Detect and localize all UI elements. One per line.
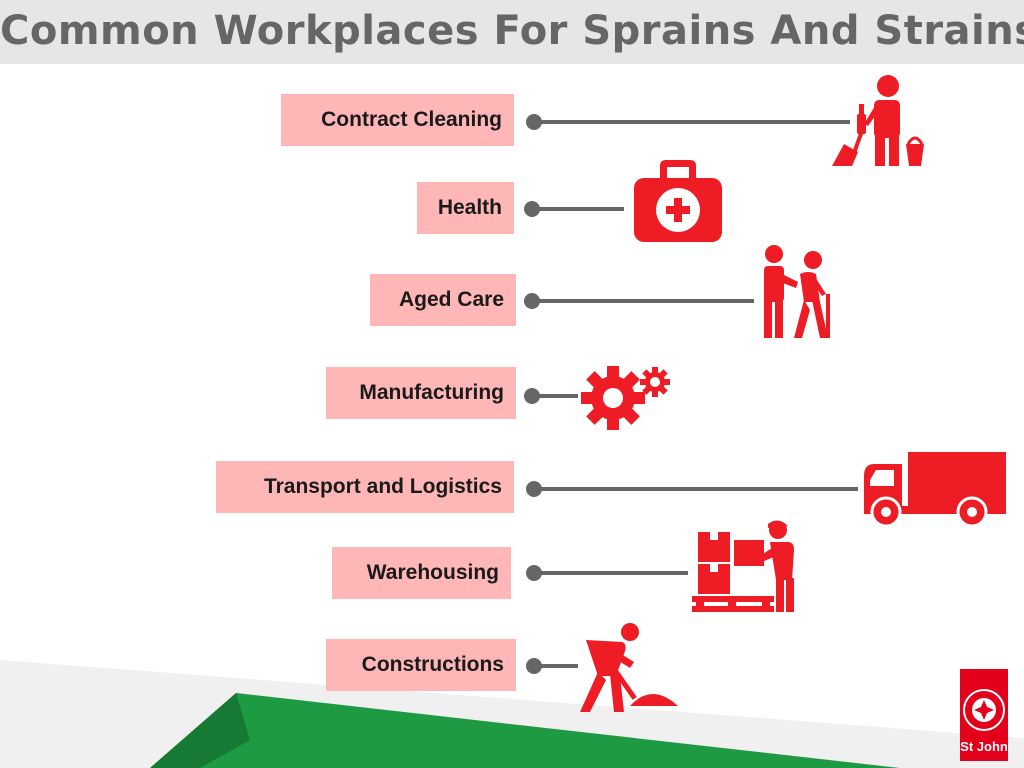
connector-line [532,299,754,303]
elderly-care-icon [764,245,830,338]
logo-text: St John [960,739,1008,754]
first-aid-kit-icon [634,160,722,242]
st-john-cross-icon [963,689,1005,731]
workplace-label-health: Health [417,182,514,234]
title-bar [0,0,1024,64]
workplace-label-transport-and-logistics: Transport and Logistics [216,461,514,513]
construction-worker-icon [580,623,678,712]
workplace-label-manufacturing: Manufacturing [326,367,516,419]
connector-line [532,394,578,398]
gears-icon [581,366,670,430]
connector-line [534,571,688,575]
workplace-label-contract-cleaning: Contract Cleaning [281,94,514,146]
workplace-label-warehousing: Warehousing [332,547,511,599]
connector-line [534,487,858,491]
warehouse-worker-icon [692,520,794,612]
cleaner-icon [832,75,924,166]
truck-icon [864,452,1006,526]
connector-line [532,207,624,211]
connector-line [534,120,850,124]
page-title: Common Workplaces For Sprains And Strain… [0,8,1024,54]
workplace-label-aged-care: Aged Care [370,274,516,326]
connector-line [534,664,578,668]
workplace-label-constructions: Constructions [326,639,516,691]
